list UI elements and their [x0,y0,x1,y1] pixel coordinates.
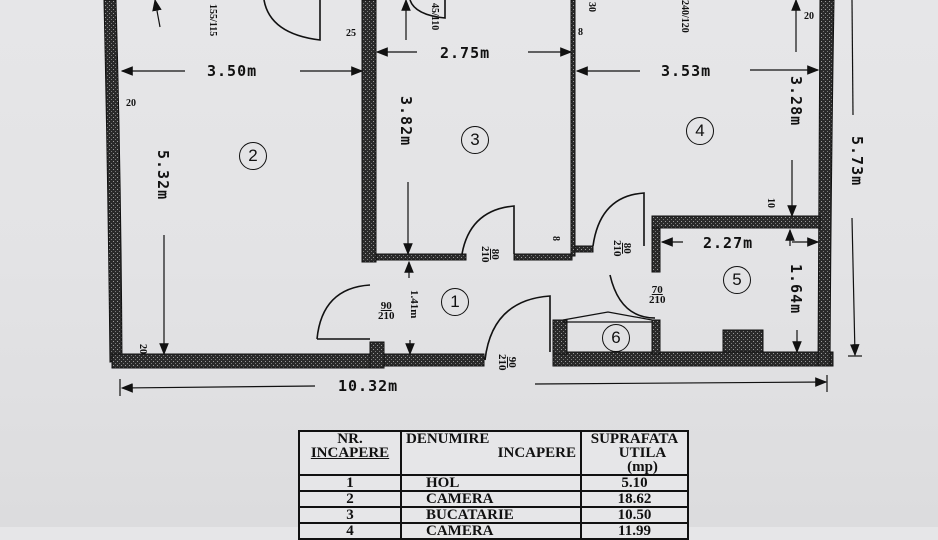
window-room3: 45/110 [429,3,440,31]
room-number-2: 2 [239,142,267,170]
interior-walls [361,0,821,355]
door-label-room4: 80 210 [611,240,633,257]
door-label-room5: 70 210 [649,284,666,306]
dimension-lines [119,0,862,396]
dim-room5-width: 2.27m [703,234,754,252]
dim-room4-height: 3.28m [787,76,805,127]
header-usable-area: SUPRAFATA UTILA (mp) [580,430,689,476]
dim-room2-width: 3.50m [207,62,258,80]
wall-3-4-top: 30 [586,2,597,12]
room-number-6: 6 [602,324,630,352]
table-row: 4 CAMERA 11.99 [298,522,689,540]
door-swings [263,0,656,361]
wall-2-3: 25 [346,28,356,39]
dim-total-height: 5.73m [848,136,866,187]
dim-room5-height: 1.64m [787,264,805,315]
door-label-room3: 80 210 [479,246,501,263]
dim-room3-height: 3.82m [397,96,415,147]
room-number-1: 1 [441,288,469,316]
wall-left-bottom: 20 [137,344,148,354]
dim-room2-height: 5.32m [154,150,172,201]
wall-left-top: 20 [126,98,136,109]
table-row: 1 HOL 5.10 [298,474,689,492]
room-area-table: NR. INCAPERE DENUMIRE INCAPERE SUPRAFATA… [298,430,689,540]
table-row: 3 BUCATARIE 10.50 [298,506,689,524]
room-number-4: 4 [686,117,714,145]
exterior-walls [103,0,835,369]
wall-3-hall: 8 [550,236,561,241]
dim-hall-height: 1.41m [408,290,420,319]
room-number-3: 3 [461,126,489,154]
table-header-row: NR. INCAPERE DENUMIRE INCAPERE SUPRAFATA… [298,430,689,476]
room-number-5: 5 [723,266,751,294]
table-row: 2 CAMERA 18.62 [298,490,689,508]
wall-3-4: 8 [578,27,583,38]
door-label-room2: 90 210 [378,300,395,322]
header-room-name: DENUMIRE INCAPERE [400,430,582,476]
wall-right-top: 20 [804,11,814,22]
wall-4-5: 10 [765,198,776,208]
header-room-number: NR. INCAPERE [298,430,402,476]
door-label-entrance: 90 210 [496,354,518,371]
dim-room4-width: 3.53m [661,62,712,80]
dim-room3-width: 2.75m [440,44,491,62]
window-room4: 240/120 [679,0,690,33]
window-room2: 155/115 [207,4,218,37]
floor-plan-drawing [103,0,862,396]
dim-total-width: 10.32m [338,377,399,395]
